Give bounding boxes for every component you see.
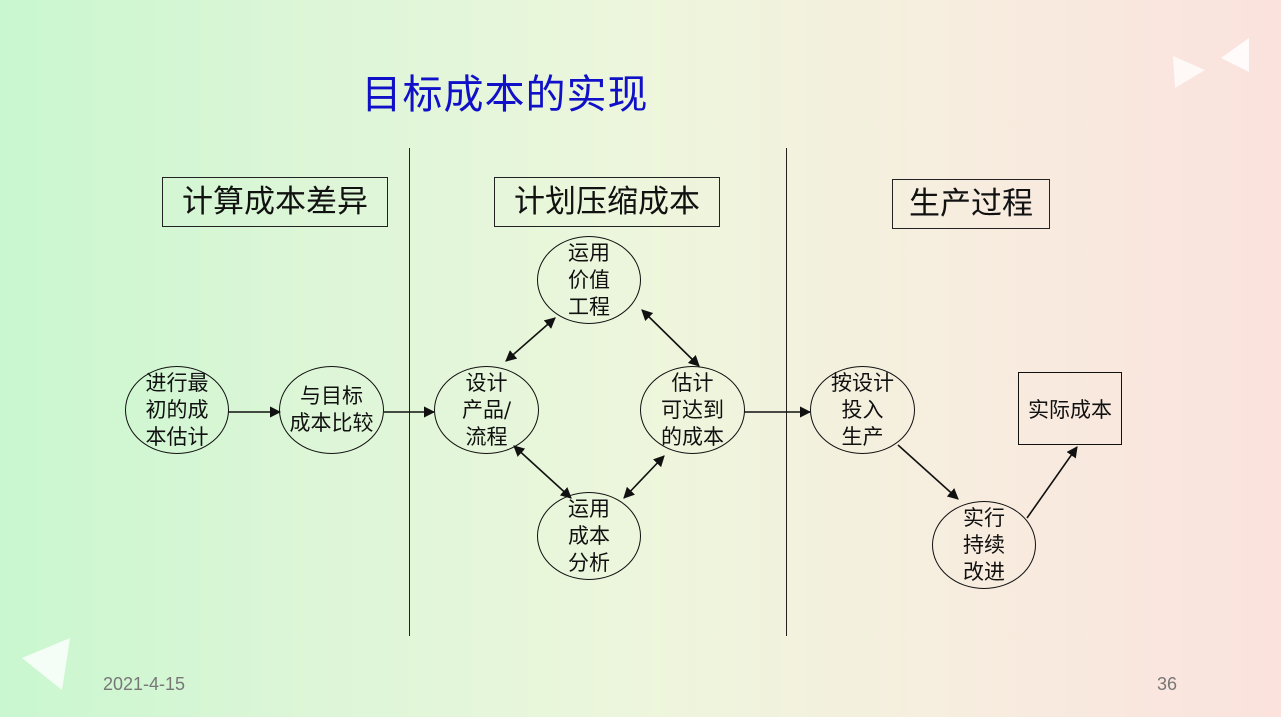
node-compare-target-label: 与目标 成本比较 [289, 384, 374, 435]
slide-title: 目标成本的实现 [361, 72, 649, 118]
section-calc-cost-gap: 计算成本差异 [162, 177, 388, 227]
node-value-engineering-label: 运用 价值 工程 [568, 240, 610, 319]
section-plan-cost-compression: 计划压缩成本 [494, 177, 720, 227]
divider-right [786, 148, 787, 636]
node-actual-cost-label: 实际成本 [1028, 397, 1112, 422]
node-initial-estimate-label: 进行最 初的成 本估计 [145, 370, 209, 449]
section-production-process: 生产过程 [892, 179, 1050, 229]
decorative-triangles-top-right [1173, 38, 1249, 88]
node-continuous-improvement-label: 实行 持续 改进 [963, 505, 1005, 584]
node-compare-target: 与目标 成本比较 [279, 366, 384, 454]
node-produce-by-design: 按设计 投入 生产 [810, 366, 915, 454]
node-actual-cost: 实际成本 [1018, 372, 1122, 445]
arrow-design-value-eng [505, 317, 556, 362]
arrow-cost-analysis-achievable [623, 455, 665, 499]
arrow-design-cost-analysis [513, 445, 572, 499]
node-value-engineering: 运用 价值 工程 [537, 236, 641, 324]
divider-left [409, 148, 410, 636]
node-initial-estimate: 进行最 初的成 本估计 [125, 366, 229, 454]
node-design: 设计 产品/ 流程 [434, 366, 539, 454]
node-continuous-improvement: 实行 持续 改进 [932, 501, 1036, 589]
node-achievable-cost: 估计 可达到 的成本 [640, 366, 745, 454]
arrow-value-eng-achievable [641, 309, 700, 367]
node-design-label: 设计 产品/ 流程 [461, 370, 512, 449]
decorative-triangle-bottom-left [22, 638, 70, 690]
node-cost-analysis: 运用 成本 分析 [537, 492, 641, 580]
arrow-improve-to-actual [1026, 446, 1078, 519]
footer-date: 2021-4-15 [103, 674, 186, 694]
footer-page-number: 36 [1157, 674, 1178, 694]
node-produce-label: 按设计 投入 生产 [831, 370, 894, 449]
node-cost-analysis-label: 运用 成本 分析 [568, 496, 610, 575]
arrow-produce-to-improve [897, 444, 959, 500]
node-achievable-cost-label: 估计 可达到 的成本 [661, 370, 724, 449]
